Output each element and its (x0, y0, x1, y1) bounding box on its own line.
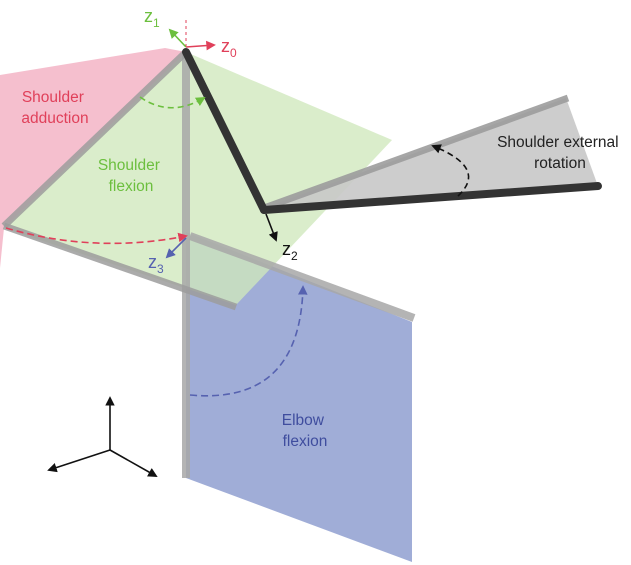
z0-axis-arrow (185, 40, 216, 51)
z1-label: z1 (144, 6, 160, 30)
shoulder-external-rotation-label: Shoulder external rotation (497, 134, 623, 172)
z1-axis-arrow (168, 28, 187, 48)
shoulder-external-rotation-arrow (431, 144, 470, 197)
shoulder-flexion-label: Shoulder flexion (98, 157, 164, 195)
shoulder-adduction-arrow (5, 227, 188, 245)
upper-arm-segment (182, 48, 268, 214)
adducted-forearm-segment (2, 222, 238, 311)
adducted-upper-arm-segment (1, 49, 189, 229)
z3-label: z3 (148, 252, 164, 276)
shoulder-flexion-plane (4, 52, 392, 305)
z2-axis-arrow (265, 213, 278, 242)
shoulder-flexion-arrow (139, 96, 206, 109)
elbow-flexion-label: Elbow flexion (282, 412, 329, 450)
triad-left-arrow (47, 449, 111, 473)
rotated-forearm-segment-gray (262, 94, 570, 212)
z0-label: z0 (221, 36, 237, 60)
z2-label: z2 (282, 239, 298, 263)
shoulder-adduction-plane (0, 48, 186, 268)
shoulder-adduction-label: Shoulder adduction (21, 89, 88, 127)
triad-right-arrow (109, 449, 158, 477)
elbow-flexion-plane (186, 232, 412, 562)
forearm-segment (260, 182, 602, 214)
forearm-segment-elbow-plane (188, 232, 416, 322)
elbow-flexion-arrow (189, 285, 308, 397)
